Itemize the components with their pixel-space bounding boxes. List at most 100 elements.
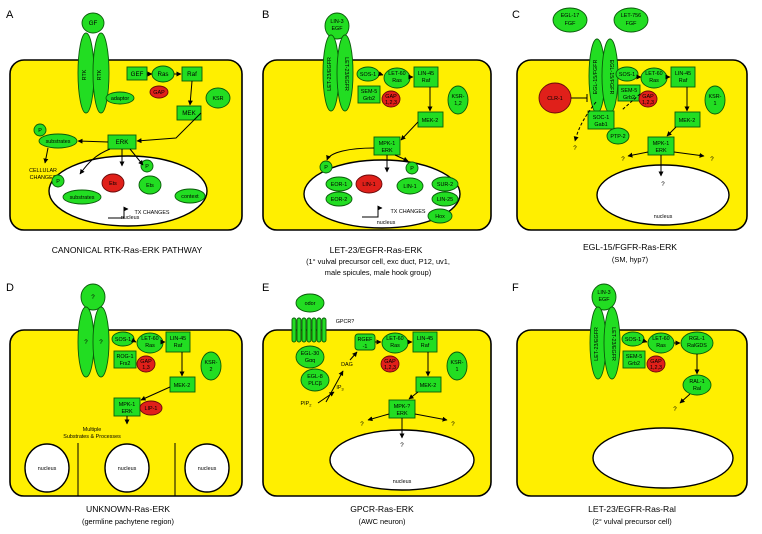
clr1-label: CLR-1 (547, 96, 563, 102)
egl30-node (295, 345, 325, 369)
unknown-mark: ? (621, 156, 625, 163)
context-label: context (181, 194, 199, 200)
soc1-node (587, 110, 615, 130)
arrow (408, 391, 419, 400)
phospho-label: P (56, 179, 60, 185)
lip1-label: LIP-1 (145, 406, 158, 412)
phospho-badge (140, 159, 154, 173)
ets-activator-node (138, 175, 162, 195)
dag-label: DAG (341, 362, 353, 368)
phospho-label: P (38, 128, 42, 134)
mek2-label: MEK-2 (422, 118, 438, 124)
arrow (400, 121, 419, 141)
gap-node (381, 90, 401, 108)
ras-label: Ras (649, 78, 659, 84)
panel-letter: E (262, 282, 269, 294)
ets-repressor-label: Ets (109, 181, 117, 187)
gap-label: GAP (385, 94, 397, 100)
panel-subcaption: (SM, hyp7) (612, 255, 648, 264)
lin3-label: LIN-3 (597, 290, 610, 296)
hox-label: Hox (435, 214, 445, 220)
gap-iso-label: 1,2,3 (642, 100, 654, 106)
nucleus (596, 164, 730, 226)
arrow (673, 151, 705, 158)
gf-ligand (81, 12, 105, 34)
erk-label: ERK (121, 409, 132, 415)
nucleus-label: nucleus (377, 220, 396, 226)
nucleus-label: nucleus (393, 479, 412, 485)
gap-node (136, 355, 156, 373)
pip2-label: PIP2 (301, 401, 313, 408)
eor1-label: EOR-1 (331, 182, 347, 188)
unknown-mark: ? (573, 145, 577, 152)
mpk1-label: MPK-1 (119, 402, 135, 408)
gab1-label: Gab1 (594, 122, 607, 128)
egf-label: EGF (598, 297, 610, 303)
ksr-node (447, 85, 469, 115)
substrates-processes-label: Substrates & Processes (63, 434, 121, 440)
unknown-mark: ? (661, 181, 665, 188)
tx-changes-label: TX CHANGES (134, 210, 169, 216)
phospho-badge (405, 161, 419, 175)
lin1-repressor-label: LIN-1 (362, 182, 375, 188)
panel-letter: C (512, 9, 520, 21)
panel-caption: UNKNOWN-Ras-ERK (86, 504, 170, 514)
arrow (79, 148, 111, 175)
fgf-label: FGF (565, 21, 576, 27)
gap-iso-label: 1,3 (142, 365, 150, 371)
ral1-label: RAL-1 (689, 379, 704, 385)
receptor-label: LET-23/EGFR (343, 57, 349, 91)
mek2-node (674, 111, 701, 128)
unknown-mark: ? (710, 156, 714, 163)
sos1-label: SOS-1 (619, 72, 635, 78)
panel-c: C EGL-17 FGF LET-756 FGF EGL-15/FGFR EGL… (512, 7, 748, 264)
plcb-label: PLCβ (308, 381, 322, 387)
ras-label: Ras (157, 71, 168, 78)
sem5-label: SEM-5 (621, 88, 637, 94)
raf-label: Raf (187, 71, 197, 78)
ralgds-label: RalGDS (687, 343, 707, 349)
sur2-node (431, 176, 459, 192)
soc1-label: SOC-1 (593, 115, 609, 121)
arrow (414, 413, 448, 422)
lin1-activator-label: LIN-1 (403, 184, 416, 190)
mpk1-label: MPK-1 (653, 141, 669, 147)
mek2-node (415, 376, 442, 393)
receptor-label: LET-23/EGFR (610, 327, 616, 361)
lin1-activator-node (396, 177, 424, 195)
let756-ligand (613, 7, 649, 33)
panel-a: A GF RTK RTK adaptor GEF Ras GAP Raf KSR… (6, 9, 243, 255)
mek-label: MEK (182, 110, 196, 117)
arrow (136, 112, 202, 144)
sem5-node (617, 84, 641, 102)
substrates-node (62, 189, 102, 205)
gap-label: GAP (650, 359, 662, 365)
mek2-node (169, 376, 196, 393)
arrow (317, 391, 335, 404)
ksr-iso-label: 1,2 (454, 101, 462, 107)
sos1-label: SOS-1 (360, 72, 376, 78)
frs2-label: Frs2 (120, 361, 131, 367)
rgef1-iso-label: -1 (363, 344, 368, 350)
arrow (641, 338, 648, 343)
ras-label: Ras (392, 78, 402, 84)
arrow (129, 148, 144, 166)
ksr-label: KSR- (451, 360, 464, 366)
ksr-node (446, 351, 468, 381)
unknown-mark: ? (400, 442, 404, 449)
let60-label: LET-60 (645, 71, 662, 77)
unknown-ligand (80, 283, 106, 311)
ras-label: Ras (145, 343, 155, 349)
ksr-node (200, 351, 222, 381)
panel-caption: CANONICAL RTK-Ras-ERK PATHWAY (52, 245, 203, 255)
egl17-label: EGL-17 (561, 13, 580, 19)
ip3-label: IP3 (336, 385, 344, 392)
phospho-badge (319, 160, 333, 174)
panel-caption: LET-23/EGFR-Ras-ERK (330, 245, 423, 255)
let60-label: LET-60 (386, 336, 403, 342)
transcription-arrow (362, 205, 383, 218)
grb2-label: Grb2 (363, 96, 375, 102)
gap-label: GAP (384, 359, 396, 365)
cellular-label: CELLULAR (29, 168, 57, 174)
gap-iso-label: 1,2,3 (384, 365, 396, 371)
